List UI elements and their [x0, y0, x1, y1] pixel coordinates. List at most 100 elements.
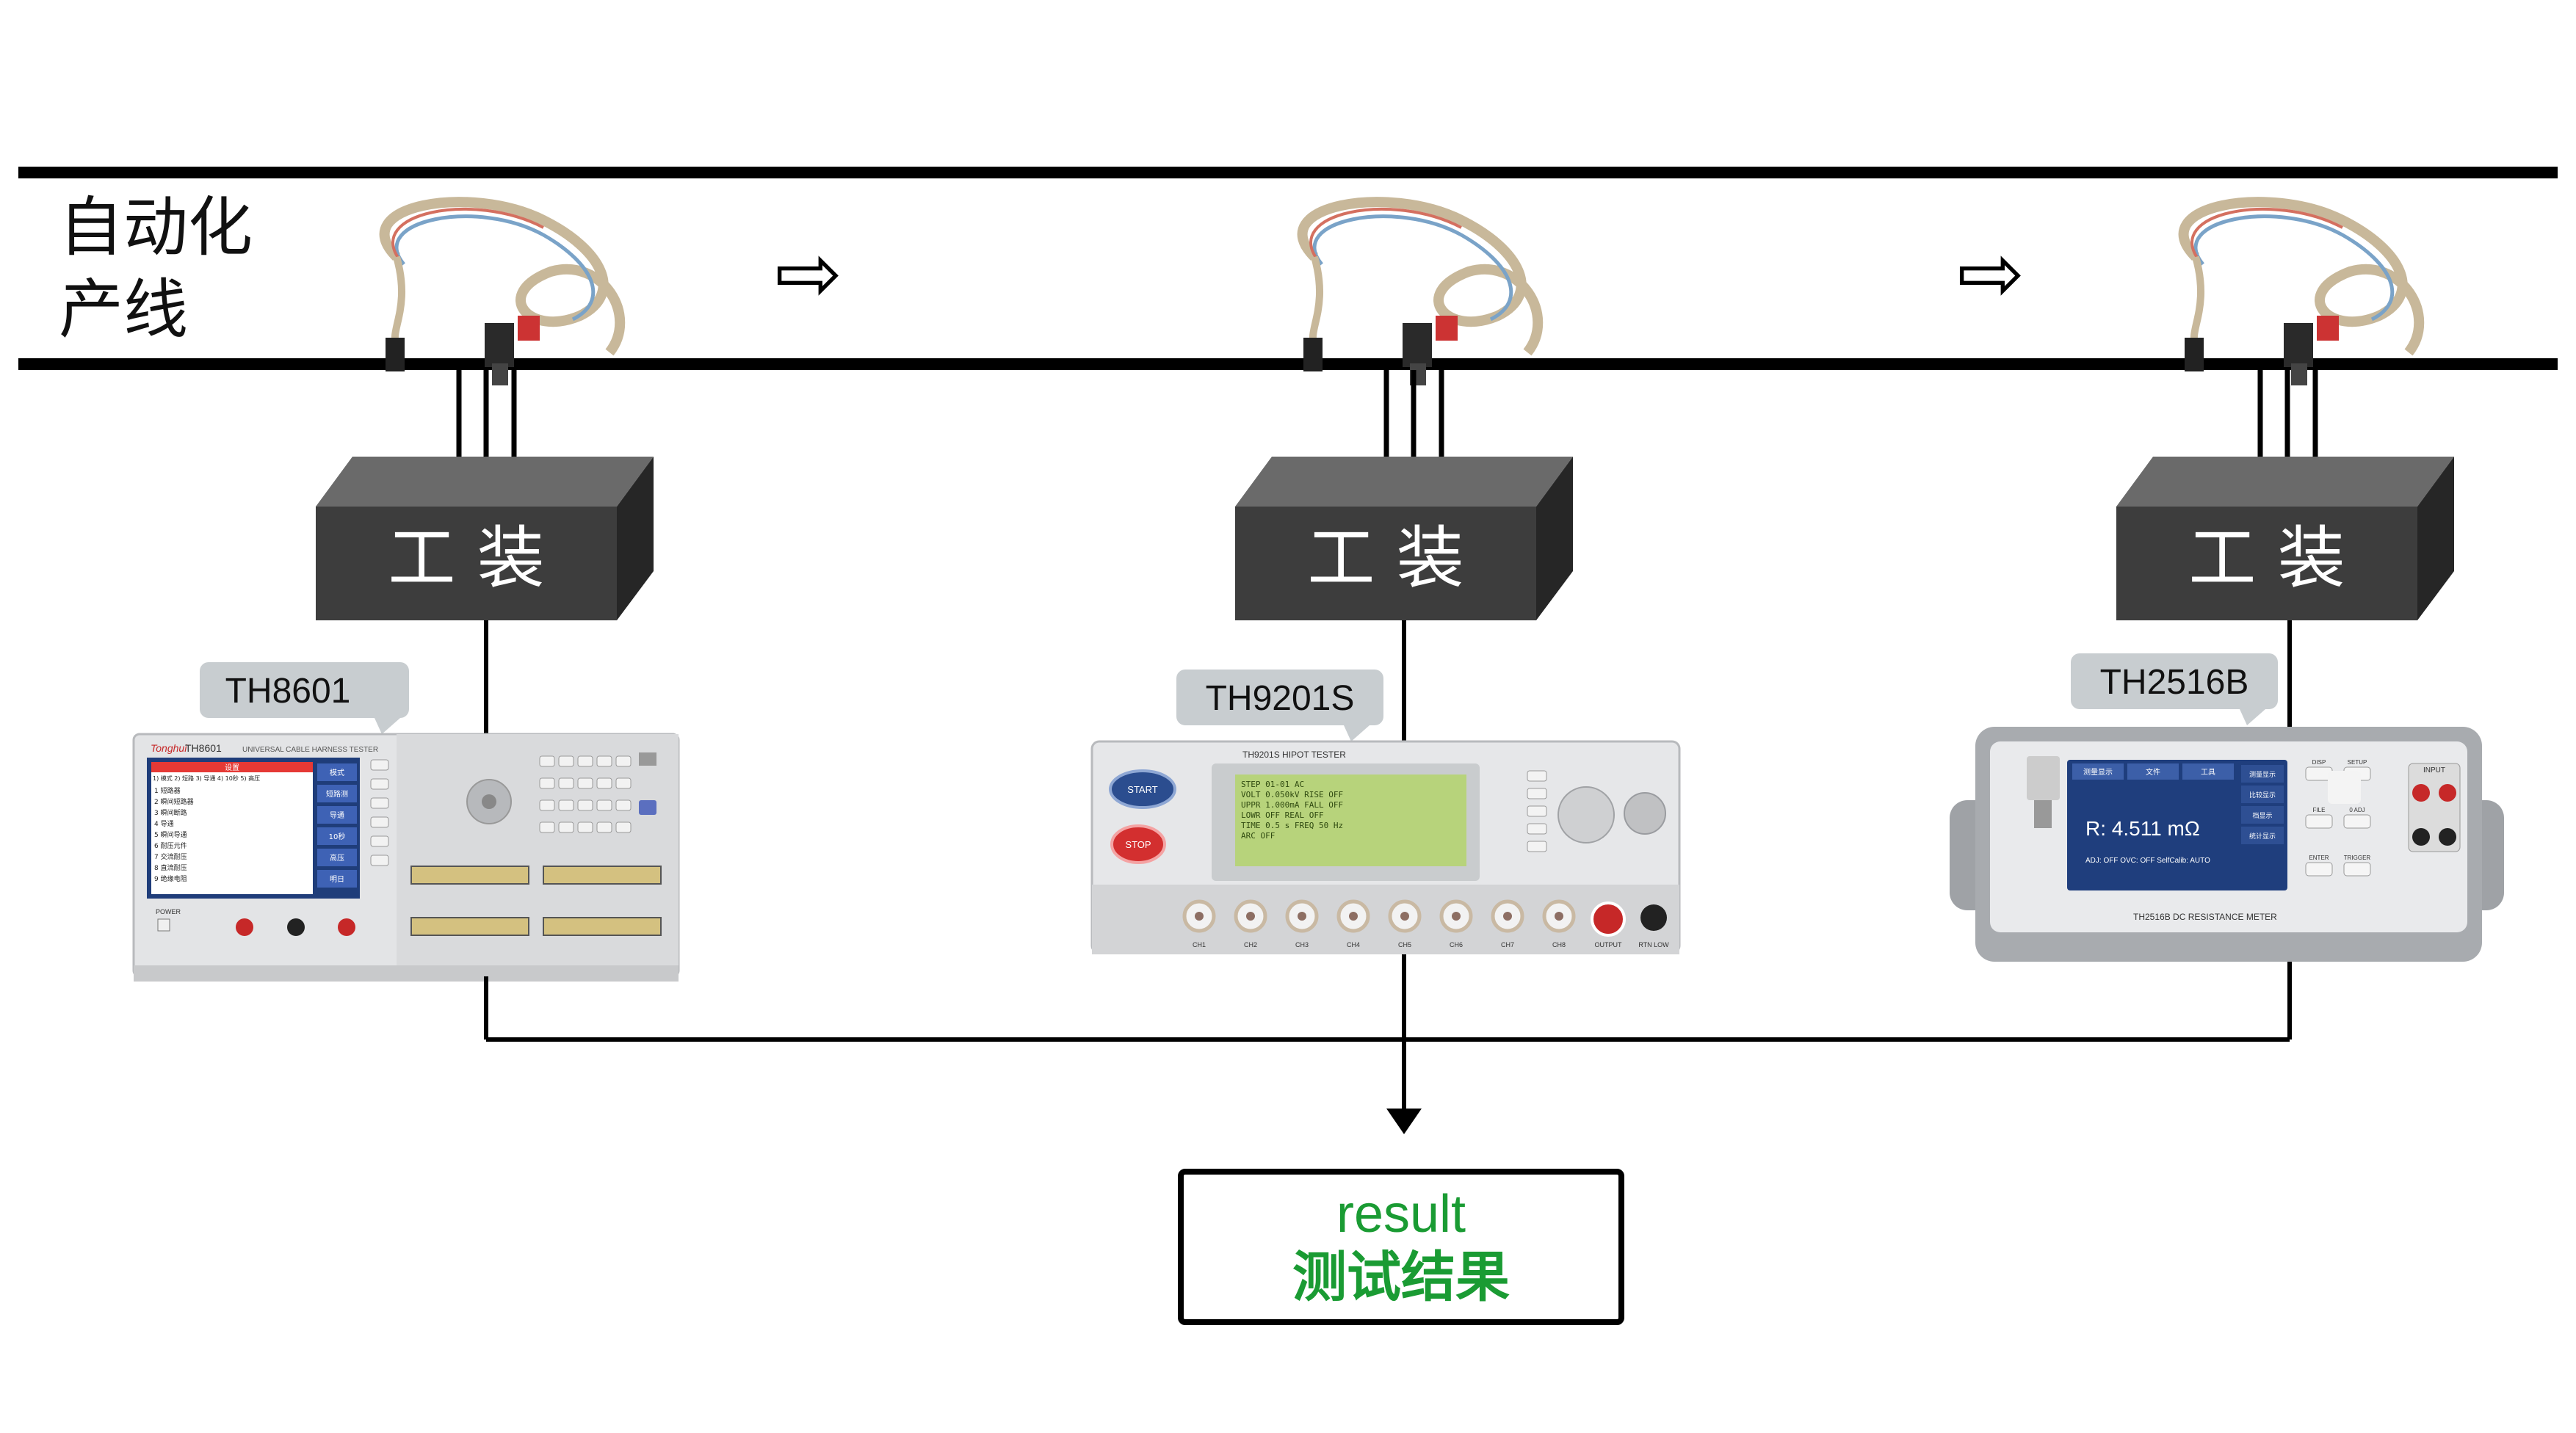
device1-key [558, 777, 574, 789]
device3-side-key [2241, 765, 2284, 783]
device1-soft-key-label: 高压 [330, 853, 344, 863]
device1-soft-key [317, 870, 357, 888]
device1-key [558, 755, 574, 767]
device1-soft-key-label: 10秒 [329, 832, 346, 841]
device3-input-label: INPUT [2423, 766, 2445, 774]
device3-side-key-label: 比较显示 [2249, 791, 2276, 799]
device1-screen-row: 3 瞬间断路 [154, 808, 187, 817]
device2-channel-pin [1400, 912, 1409, 921]
device3-model: TH2516B DC RESISTANCE METER [2133, 912, 2277, 922]
device3-key-label: ENTER [2309, 855, 2329, 861]
device-th9201s: START STOP TH9201S HIPOT TESTER STEP 01-… [1090, 740, 1681, 954]
device2-side-key [1527, 788, 1547, 799]
result-label-en: result [1336, 1185, 1466, 1244]
device1-soft-key [317, 785, 357, 802]
device3-tab-label: 测量显示 [2083, 767, 2113, 777]
result-arrowhead [1386, 1109, 1422, 1134]
device1-screen-row: 9 绝缘电阻 [154, 874, 187, 883]
device1-side-key [370, 835, 389, 847]
device1-soft-key [317, 763, 357, 781]
line-label-2: 产线 [59, 272, 188, 347]
device2-lcd-line: TIME 0.5 s FREQ 50 Hz [1241, 821, 1343, 830]
instrument-label-2: TH9201S [1206, 679, 1355, 718]
device1-key [577, 777, 593, 789]
device1-soft-key [317, 827, 357, 845]
device1-screen-tabs: 1) 模式 2) 短路 3) 导通 4) 10秒 5) 高压 [153, 774, 260, 782]
instrument-label-3: TH2516B [2100, 663, 2249, 702]
device2-channel-label: CH4 [1347, 941, 1360, 948]
device3-screen-tabs: 测量显示 文件 工具 [2072, 763, 2234, 780]
device1-key [539, 821, 555, 833]
device3-key-label: TRIGGER [2344, 855, 2371, 861]
device1-side-key [370, 855, 389, 866]
device1-key [577, 799, 593, 811]
device2-channel-pin [1298, 912, 1306, 921]
device1-key [558, 799, 574, 811]
flow-arrow-1: ⇨ [775, 228, 842, 319]
device2-channel-label: CH7 [1501, 941, 1514, 948]
device2-lcd-line: LOWR OFF REAL OFF [1241, 810, 1324, 820]
result-label-cn: 测试结果 [1292, 1246, 1510, 1309]
device2-channel-label: CH2 [1244, 941, 1257, 948]
fixture-label-2: 工 装 [1307, 519, 1464, 598]
device1-key [577, 755, 593, 767]
device3-key-label: 0 ADJ [2349, 807, 2365, 813]
instrument-callout-2: TH9201S [1176, 670, 1383, 741]
device1-screen-row: 8 直流耐压 [154, 863, 187, 872]
device1-screen-row: 7 交流耐压 [154, 852, 187, 861]
device2-side-key [1527, 823, 1547, 835]
device1-subtitle: UNIVERSAL CABLE HARNESS TESTER [242, 746, 378, 754]
device1-screen-row: 2 瞬间短路器 [154, 797, 194, 806]
fixture-wires-3 [2257, 370, 2318, 471]
device1-model: TH8601 [185, 742, 222, 754]
device3-side-key-label: 统计显示 [2249, 832, 2276, 841]
device2-lcd-line: VOLT 0.050kV RISE OFF [1241, 790, 1343, 799]
result-box: result 测试结果 [1178, 1169, 1624, 1325]
device1-side-key [370, 797, 389, 809]
fixture-label-1: 工 装 [388, 519, 544, 598]
device3-key [2305, 862, 2333, 877]
device1-side-key [370, 816, 389, 828]
device3-reading: R: 4.511 mΩ [2085, 817, 2200, 840]
device2-channel-pin [1195, 912, 1204, 921]
device3-key-label: SETUP [2348, 759, 2367, 766]
device1-key [615, 799, 632, 811]
device2-channel-pin [1349, 912, 1358, 921]
device2-channel-label: CH3 [1295, 941, 1309, 948]
instrument-label-1: TH8601 [225, 672, 351, 711]
flow-arrow-2: ⇨ [1957, 228, 2025, 319]
device2-side-key [1527, 841, 1547, 852]
device2-start-button [1109, 769, 1176, 809]
line-label-1: 自动化 [59, 189, 253, 265]
device3-tab [2182, 763, 2234, 780]
device1-soft-key-label: 明日 [330, 875, 344, 884]
device1-screen-row: 1 短路器 [154, 786, 181, 795]
fixture-label-3: 工 装 [2188, 519, 2345, 598]
fixture-wires-1 [456, 370, 517, 471]
cable-harness-3 [2178, 197, 2425, 385]
device2-side-key [1527, 770, 1547, 782]
device2-start-label: START [1127, 784, 1157, 795]
device1-key [615, 777, 632, 789]
device3-tab-label: 工具 [2201, 768, 2215, 777]
device2-channel-label: CH8 [1552, 941, 1566, 948]
cable-harness-1 [379, 197, 626, 385]
device3-key-label: FILE [2313, 807, 2326, 813]
device1-key [596, 777, 612, 789]
device1-key [615, 821, 632, 833]
device2-channel-label: CH6 [1450, 941, 1463, 948]
device1-screen-row: 6 耐压元件 [154, 841, 187, 850]
device1-soft-key-label: 短路测 [326, 789, 348, 799]
device1-brand: Tonghui [151, 742, 187, 754]
device3-side-key [2241, 806, 2284, 824]
device1-key [539, 799, 555, 811]
device-th8601: Tonghui TH8601 UNIVERSAL CABLE HARNESS T… [132, 733, 680, 982]
fixture-box-1: 工 装 [316, 457, 654, 620]
device3-status: ADJ: OFF OVC: OFF SelfCalib: AUTO [2085, 857, 2210, 865]
device3-tab-label: 文件 [2146, 767, 2160, 777]
device2-stop-button [1110, 824, 1166, 864]
